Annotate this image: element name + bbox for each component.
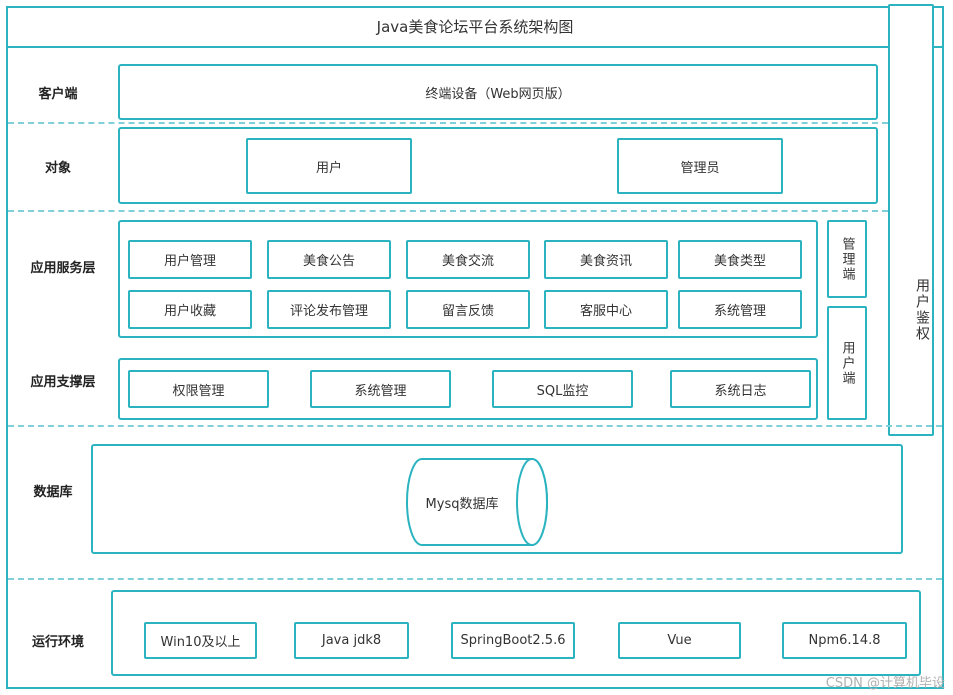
support-system-manage: 系统管理	[310, 370, 451, 408]
service-food-notice: 美食公告	[267, 240, 391, 279]
service-feedback: 留言反馈	[406, 290, 530, 329]
separator-1	[8, 122, 888, 124]
service-food-exchange: 美食交流	[406, 240, 530, 279]
runtime-vue: Vue	[618, 622, 741, 659]
row-label-app-service: 应用服务层	[30, 260, 96, 276]
runtime-springboot: SpringBoot2.5.6	[451, 622, 575, 659]
client-terminal-box: 终端设备（Web网页版）	[118, 64, 878, 120]
service-customer-center: 客服中心	[544, 290, 668, 329]
admin-side-box: 管理端	[827, 220, 867, 298]
support-sql-monitor: SQL监控	[492, 370, 633, 408]
runtime-java-jdk8: Java jdk8	[294, 622, 409, 659]
separator-4	[8, 578, 942, 580]
separator-2	[8, 210, 888, 212]
row-label-database: 数据库	[33, 484, 73, 500]
support-permission-manage: 权限管理	[128, 370, 269, 408]
diagram-title: Java美食论坛平台系统架构图	[6, 6, 944, 48]
service-comment-manage: 评论发布管理	[267, 290, 391, 329]
service-user-favorites: 用户收藏	[128, 290, 252, 329]
service-system-manage: 系统管理	[678, 290, 802, 329]
object-user: 用户	[246, 138, 412, 194]
user-side-box: 用户端	[827, 306, 867, 420]
row-label-runtime: 运行环境	[31, 634, 84, 650]
row-label-client: 客户端	[38, 86, 78, 102]
service-food-news: 美食资讯	[544, 240, 668, 279]
support-system-log: 系统日志	[670, 370, 811, 408]
service-user-manage: 用户管理	[128, 240, 252, 279]
watermark-text: CSDN @计算机毕设	[825, 676, 945, 691]
row-label-app-support: 应用支撑层	[30, 374, 96, 390]
object-admin: 管理员	[617, 138, 783, 194]
user-auth-column: 用户鉴权	[888, 4, 934, 436]
diagram-frame	[6, 6, 944, 689]
runtime-win10: Win10及以上	[144, 622, 257, 659]
row-label-objects: 对象	[44, 160, 71, 176]
runtime-npm: Npm6.14.8	[782, 622, 907, 659]
database-label: Mysq数据库	[425, 496, 499, 512]
service-food-type: 美食类型	[678, 240, 802, 279]
separator-3	[8, 425, 942, 427]
database-cylinder-icon	[406, 458, 548, 546]
